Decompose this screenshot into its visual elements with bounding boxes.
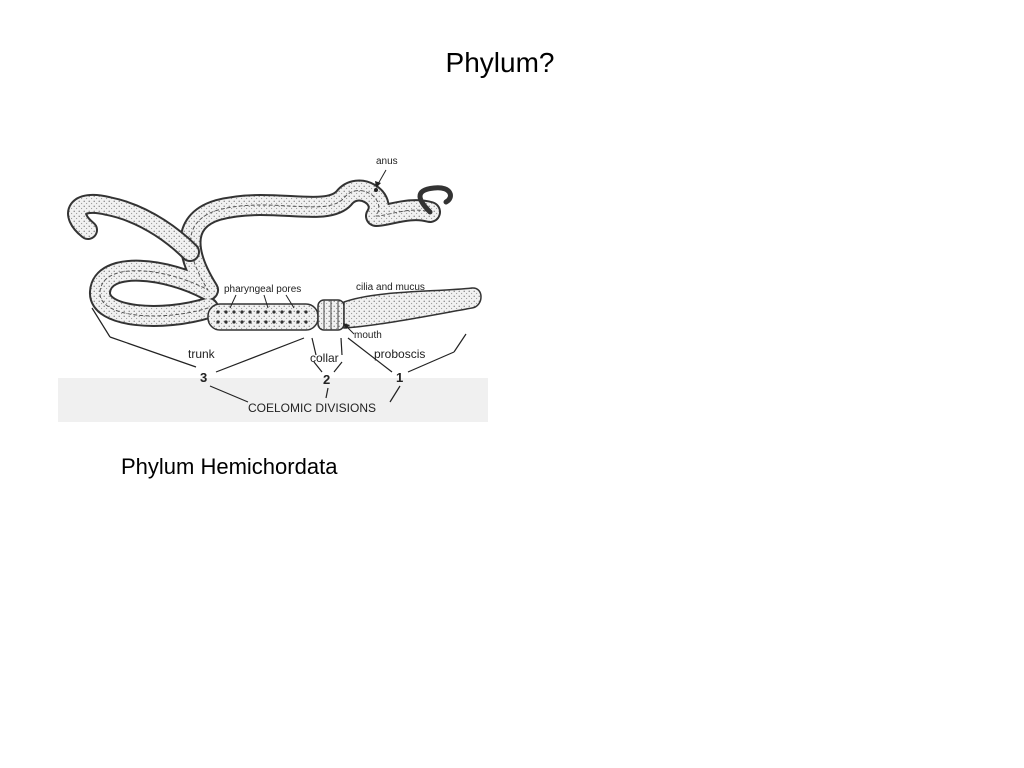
acorn-worm-diagram: anus pharyngeal pores cilia and mucus mo… — [58, 156, 488, 422]
label-mouth: mouth — [354, 330, 382, 341]
proboscis-segment — [343, 287, 482, 329]
pharyngeal-pointer-lines — [229, 294, 295, 309]
slide-title: Phylum? — [445, 47, 555, 78]
division-connector-lines — [209, 385, 401, 403]
collar-segment — [317, 299, 345, 331]
label-trunk: trunk — [188, 347, 216, 361]
label-coelomic-divisions: COELOMIC DIVISIONS — [248, 401, 376, 415]
region-brackets — [91, 307, 467, 373]
label-pharyngeal-pores: pharyngeal pores — [224, 284, 301, 295]
pharyngeal-region — [207, 303, 319, 331]
label-proboscis: proboscis — [374, 347, 425, 361]
scan-background — [58, 378, 488, 422]
anus-arrowhead — [375, 181, 381, 188]
label-division-3: 3 — [200, 370, 207, 385]
label-cilia-mucus: cilia and mucus — [356, 282, 425, 293]
anus-marker — [374, 188, 378, 192]
mouth-arrowhead — [343, 323, 350, 329]
label-division-2: 2 — [323, 372, 330, 387]
answer-text: Phylum Hemichordata — [121, 454, 338, 479]
label-division-1: 1 — [396, 370, 403, 385]
worm-trunk-body — [67, 179, 453, 327]
label-collar: collar — [310, 351, 339, 365]
label-anus: anus — [376, 156, 398, 167]
anus-pointer-line — [377, 169, 387, 185]
